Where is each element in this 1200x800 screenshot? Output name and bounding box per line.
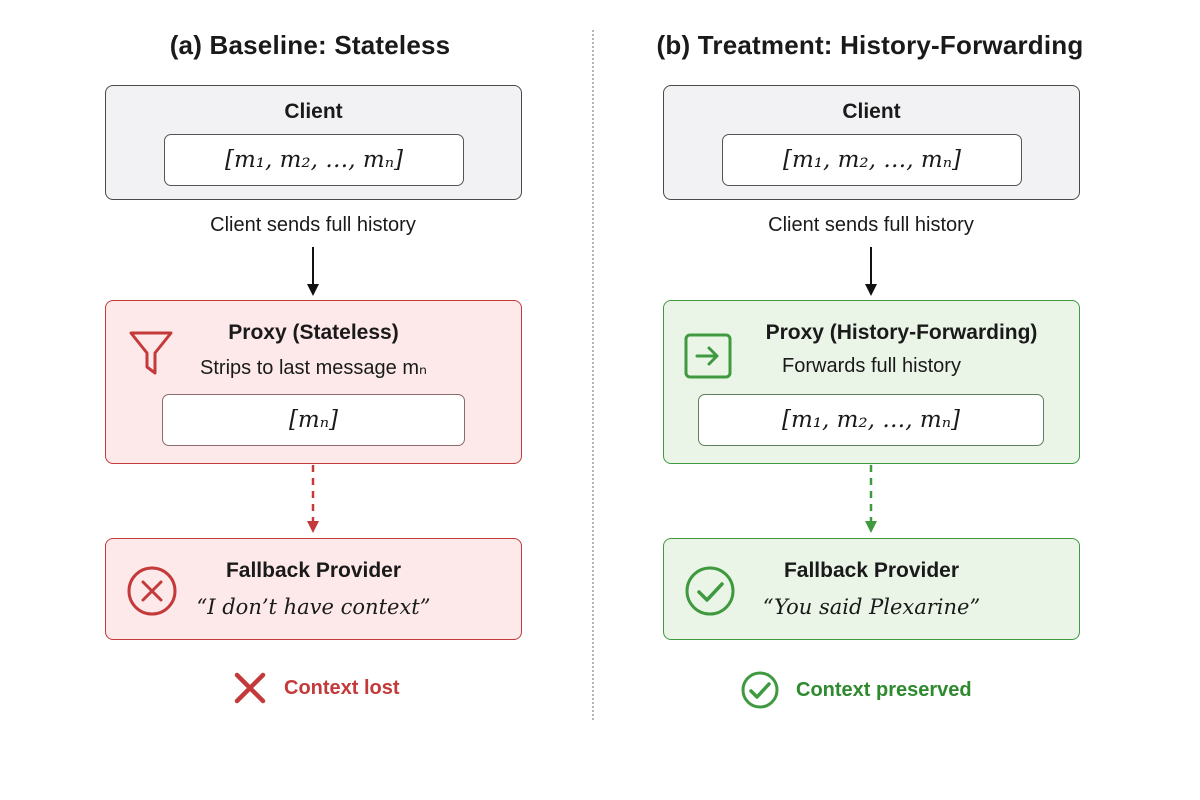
result-label: Context lost xyxy=(284,676,400,699)
provider-box-b: Fallback Provider “You said Plexarine” xyxy=(663,538,1080,640)
panel-b-title: (b) Treatment: History-Forwarding xyxy=(656,30,1084,60)
provider-quote: “You said Plexarine” xyxy=(762,595,981,619)
panel-divider xyxy=(592,30,594,720)
proxy-box-b: Proxy (History-Forwarding) Forwards full… xyxy=(663,300,1080,464)
panel-a-title: (a) Baseline: Stateless xyxy=(169,30,451,60)
forward-arrow-icon xyxy=(684,333,732,379)
provider-box-a: Fallback Provider “I don’t have context” xyxy=(105,538,522,640)
proxy-title: Proxy (Stateless) xyxy=(228,321,399,344)
provider-quote: “I don’t have context” xyxy=(196,595,431,619)
filter-icon xyxy=(129,331,173,375)
history-array: [m₁, m₂, …, mₙ] xyxy=(164,134,464,186)
client-title: Client xyxy=(842,100,901,123)
result-context-preserved: Context preserved xyxy=(740,670,972,710)
provider-title: Fallback Provider xyxy=(783,559,960,582)
proxy-box-a: Proxy (Stateless) Strips to last message… xyxy=(105,300,522,464)
flow-label-a: Client sends full history xyxy=(210,214,416,236)
proxy-title: Proxy (History-Forwarding) xyxy=(765,321,1038,344)
x-icon xyxy=(234,672,266,704)
client-box-b: Client [m₁, m₂, …, mₙ] xyxy=(663,85,1080,200)
flow-label-b: Client sends full history xyxy=(768,214,974,236)
client-box-a: Client [m₁, m₂, …, mₙ] xyxy=(105,85,522,200)
result-context-lost: Context lost xyxy=(232,670,400,706)
check-circle-icon xyxy=(685,566,735,616)
check-circle-icon xyxy=(741,671,779,709)
proxy-subtitle: Forwards full history xyxy=(782,355,961,377)
provider-title: Fallback Provider xyxy=(225,559,402,582)
x-circle-icon xyxy=(127,566,177,616)
payload-array: [mₙ] xyxy=(162,394,465,446)
payload-array: [m₁, m₂, …, mₙ] xyxy=(698,394,1044,446)
result-label: Context preserved xyxy=(796,678,972,701)
proxy-subtitle: Strips to last message mₙ xyxy=(200,357,427,379)
client-title: Client xyxy=(284,100,343,123)
history-array: [m₁, m₂, …, mₙ] xyxy=(722,134,1022,186)
